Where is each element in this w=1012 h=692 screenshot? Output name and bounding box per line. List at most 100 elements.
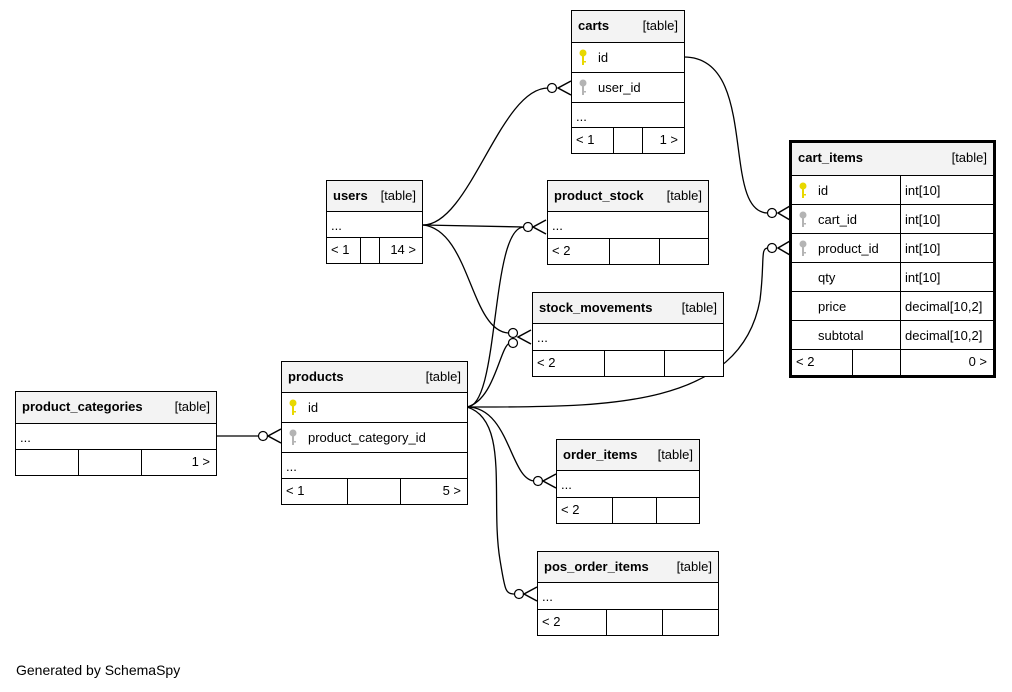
edge-end-circle (507, 337, 519, 349)
edge-end-circle (522, 221, 534, 233)
table-users[interactable]: users [table] ... < 1 14 > (326, 180, 423, 264)
edge-end-circle (766, 242, 778, 254)
crowfoot-order-items (541, 473, 557, 489)
ellipsis: ... (20, 430, 31, 445)
edge-users-stock-movements (422, 224, 509, 334)
table-name: carts (578, 18, 610, 33)
table-name: stock_movements (539, 300, 653, 315)
column-type: int[10] (905, 212, 941, 227)
table-type: [table] (425, 369, 461, 384)
table-products[interactable]: products [table] id product_category_id … (281, 361, 468, 505)
parents-count: < 1 (286, 483, 305, 498)
crowfoot-product-stock (531, 219, 547, 235)
column-row: cart_id int[10] (792, 205, 993, 234)
ellipsis-row: ... (557, 471, 699, 498)
children-count: 5 > (442, 483, 461, 498)
crowfoot-stock-movements (516, 329, 532, 345)
column-type: int[10] (905, 270, 941, 285)
column-name: user_id (598, 80, 641, 95)
column-row: user_id (572, 73, 684, 103)
table-type: [table] (681, 300, 717, 315)
ellipsis: ... (286, 459, 297, 474)
primary-key-icon (289, 399, 297, 415)
table-type: [table] (380, 188, 416, 203)
column-row: id (282, 393, 467, 423)
table-cart-items[interactable]: cart_items [table] id int[10] cart_id in… (789, 140, 996, 378)
edge-carts-cart-items (683, 56, 769, 214)
crowfoot-pos-order-items (522, 586, 538, 602)
parents-count: < 2 (537, 355, 556, 370)
parents-count: < 1 (576, 132, 595, 147)
children-count: 1 > (659, 132, 678, 147)
table-name: users (333, 188, 368, 203)
table-header: products [table] (282, 362, 467, 393)
column-name: qty (818, 270, 836, 285)
ellipsis: ... (331, 218, 342, 233)
primary-key-icon (799, 182, 807, 198)
table-footer: 1 > (16, 450, 216, 475)
ellipsis-row: ... (548, 212, 708, 239)
table-footer: < 2 (538, 610, 718, 635)
table-footer: < 2 0 > (792, 350, 993, 375)
table-type: [table] (174, 399, 210, 414)
edge-products-product-stock (466, 226, 525, 408)
table-product-stock[interactable]: product_stock [table] ... < 2 (547, 180, 709, 265)
ellipsis-row: ... (16, 424, 216, 450)
table-name: cart_items (798, 150, 864, 165)
column-name: product_category_id (308, 430, 426, 445)
children-count: 1 > (191, 454, 210, 469)
ellipsis-row: ... (533, 324, 723, 351)
table-footer: < 1 1 > (572, 128, 684, 153)
table-product-categories[interactable]: product_categories [table] ... 1 > (15, 391, 217, 476)
column-row: price decimal[10,2] (792, 292, 993, 321)
edge-end-circle (513, 588, 525, 600)
crowfoot-cart-items-a (776, 205, 791, 221)
column-name: price (818, 299, 847, 314)
ellipsis-row: ... (282, 453, 467, 479)
edge-end-circle (507, 327, 519, 339)
table-type: [table] (657, 447, 693, 462)
children-count: 14 > (390, 242, 416, 257)
generated-by-footer: Generated by SchemaSpy (16, 662, 181, 678)
column-row: qty int[10] (792, 263, 993, 292)
column-row: product_category_id (282, 423, 467, 453)
column-type: int[10] (905, 241, 941, 256)
foreign-key-icon (799, 240, 807, 256)
column-name: id (818, 183, 829, 198)
column-type: decimal[10,2] (905, 328, 983, 343)
foreign-key-icon (799, 211, 807, 227)
table-header: order_items [table] (557, 440, 699, 471)
ellipsis: ... (542, 589, 553, 604)
crowfoot-products (266, 428, 282, 444)
parents-count: < 1 (331, 242, 350, 257)
table-footer: < 1 14 > (327, 238, 422, 263)
edge-end-circle (766, 207, 778, 219)
edge-products-cart-items (466, 247, 769, 408)
table-footer: < 2 (533, 351, 723, 376)
table-name: pos_order_items (544, 559, 649, 574)
table-type: [table] (676, 559, 712, 574)
crowfoot-cart-items-b (776, 240, 791, 256)
ellipsis-row: ... (538, 583, 718, 610)
table-header: users [table] (327, 181, 422, 212)
table-header: carts [table] (572, 11, 684, 43)
table-stock-movements[interactable]: stock_movements [table] ... < 2 (532, 292, 724, 377)
primary-key-icon (579, 49, 587, 65)
edge-end-circle (257, 430, 269, 442)
column-name: subtotal (818, 328, 864, 343)
table-header: product_stock [table] (548, 181, 708, 212)
table-name: order_items (563, 447, 638, 462)
table-carts[interactable]: carts [table] id user_id ... < 1 1 > (571, 10, 685, 154)
table-type: [table] (666, 188, 702, 203)
column-row: id (572, 43, 684, 73)
crowfoot-carts (556, 80, 572, 96)
parents-count: < 2 (561, 502, 580, 517)
table-order-items[interactable]: order_items [table] ... < 2 (556, 439, 700, 524)
ellipsis-row: ... (572, 103, 684, 128)
table-type: [table] (642, 18, 678, 33)
table-pos-order-items[interactable]: pos_order_items [table] ... < 2 (537, 551, 719, 636)
edge-products-order-items (466, 406, 536, 482)
table-name: product_stock (554, 188, 644, 203)
ellipsis: ... (576, 109, 587, 124)
